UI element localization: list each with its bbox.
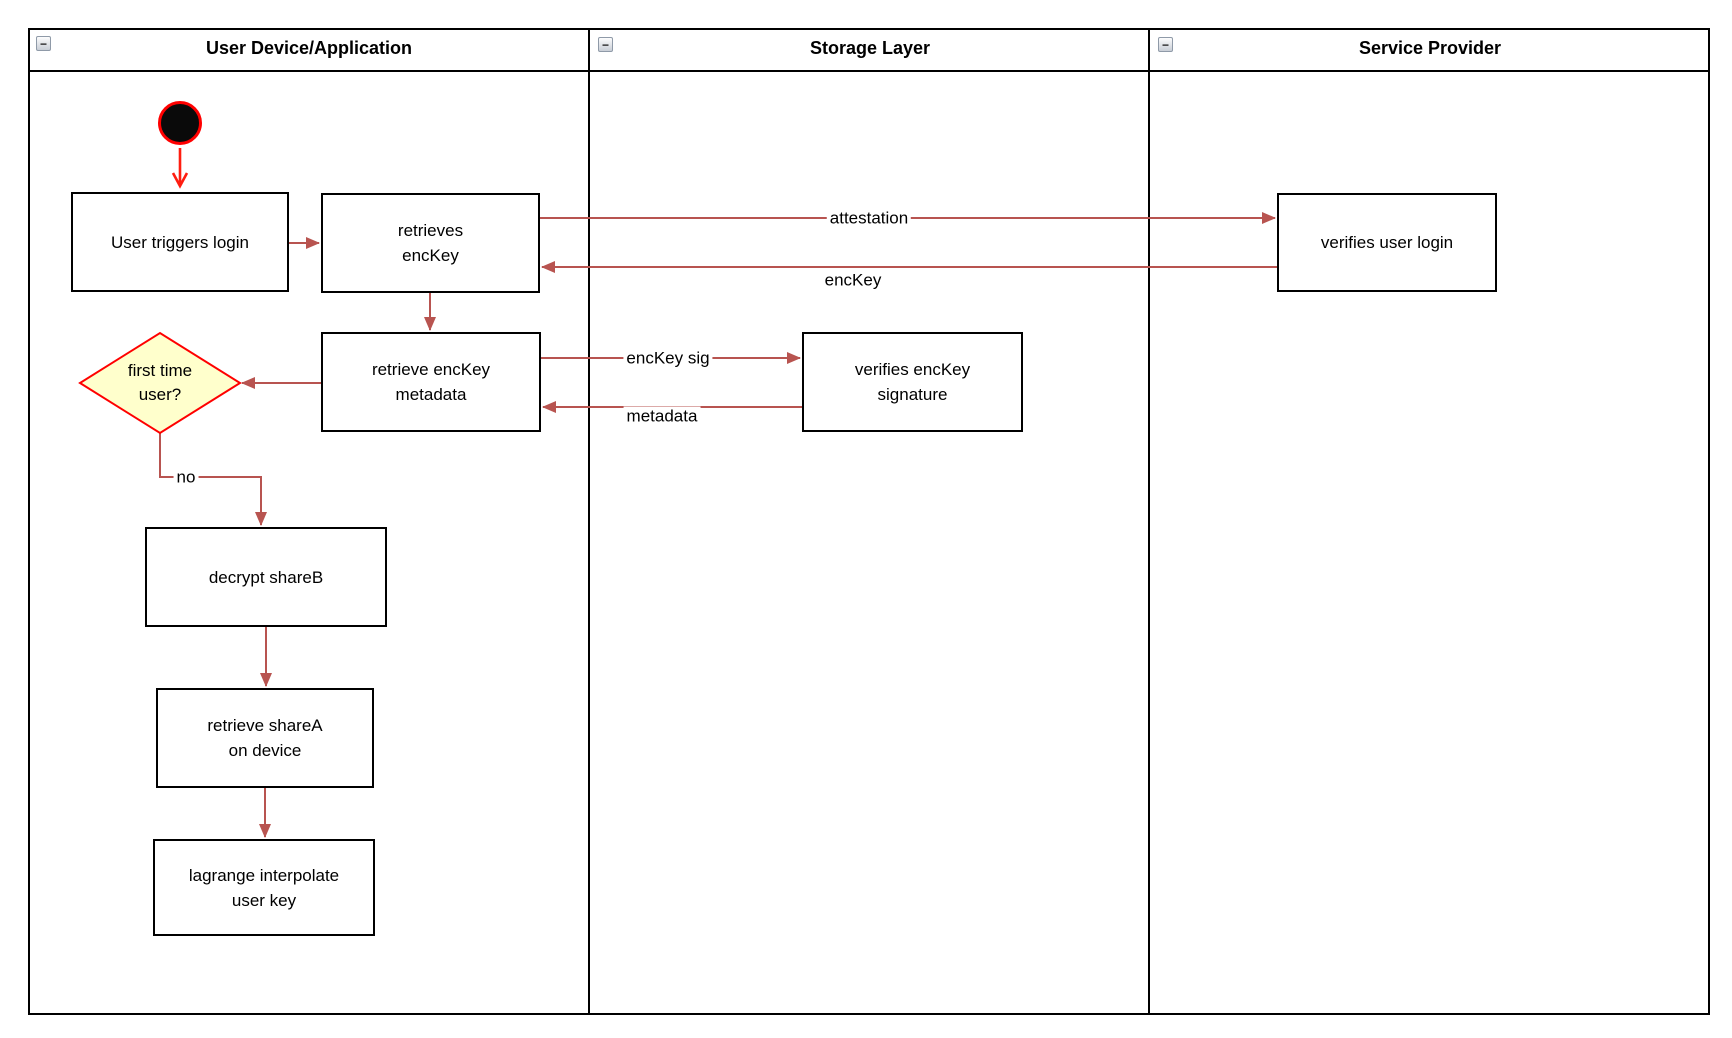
edge-label-attestation: attestation	[826, 208, 912, 228]
lane-title-user-device: User Device/Application	[205, 38, 413, 58]
decision-diamond	[78, 331, 242, 435]
lane-divider-2	[1148, 28, 1150, 1015]
collapse-icon[interactable]: −	[36, 36, 51, 51]
node-retrieves-enckey: retrieves encKey	[321, 193, 540, 293]
edge-label-enckey: encKey	[821, 270, 885, 290]
node-decrypt-shareb: decrypt shareB	[145, 527, 387, 627]
node-user-triggers-login: User triggers login	[71, 192, 289, 292]
start-node	[158, 101, 202, 145]
node-verifies-enckey-signature: verifies encKey signature	[802, 332, 1023, 432]
collapse-icon[interactable]: −	[1158, 37, 1173, 52]
node-retrieve-sharea: retrieve shareA on device	[156, 688, 374, 788]
decision-diamond-label: first time user?	[127, 361, 193, 404]
edge-label-no: no	[173, 467, 199, 487]
lane-title-service-provider: Service Provider	[1358, 38, 1502, 58]
lane-header-divider	[28, 70, 1710, 72]
lane-divider-1	[588, 28, 590, 1015]
edge-label-enckey-sig: encKey sig	[623, 348, 713, 368]
node-retrieve-enckey-metadata: retrieve encKey metadata	[321, 332, 541, 432]
collapse-icon[interactable]: −	[598, 37, 613, 52]
node-lagrange-interpolate: lagrange interpolate user key	[153, 839, 375, 936]
node-verifies-user-login: verifies user login	[1277, 193, 1497, 292]
lane-title-storage-layer: Storage Layer	[809, 38, 931, 58]
edge-no-branch	[159, 433, 267, 526]
edge-label-metadata: metadata	[623, 406, 701, 426]
